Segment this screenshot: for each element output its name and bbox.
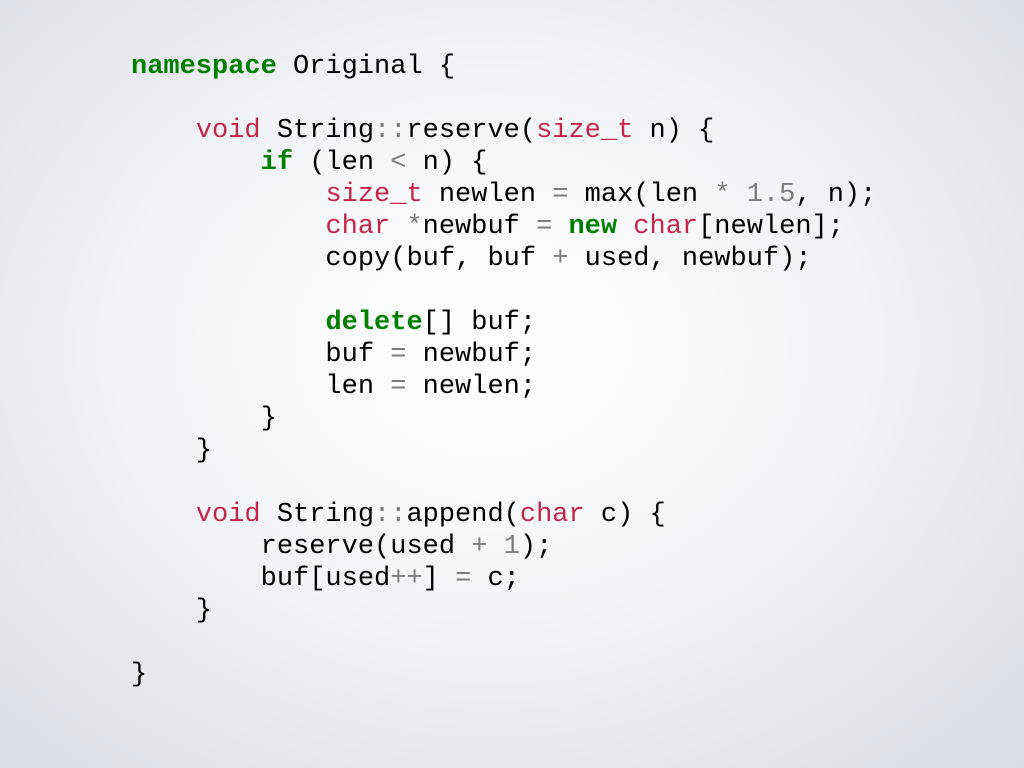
code-token: newlen	[422, 180, 553, 210]
code-token-ty: char	[519, 500, 585, 530]
code-token: }	[131, 660, 148, 690]
code-token-ty: char	[633, 212, 699, 242]
code-token: newbuf;	[406, 340, 537, 370]
code-token: len	[131, 372, 391, 402]
code-token-ty: void	[195, 116, 261, 146]
code-token-kw: new	[568, 212, 618, 242]
code-token	[131, 308, 325, 338]
code-token-op: =	[552, 180, 569, 210]
code-token: copy(buf, buf	[131, 244, 553, 274]
code-token: newlen;	[406, 372, 537, 402]
code-line: len = newlen;	[131, 371, 876, 403]
code-token	[552, 212, 568, 242]
code-token	[390, 212, 406, 242]
code-line: }	[131, 403, 876, 435]
code-token-kw: namespace	[131, 52, 277, 82]
code-line: buf[used++] = c;	[131, 563, 876, 595]
code-token	[131, 148, 261, 178]
code-token: String	[260, 116, 375, 146]
code-line: void String::reserve(size_t n) {	[131, 115, 876, 147]
code-token-op: =	[536, 212, 553, 242]
code-token: append(	[406, 500, 520, 530]
code-token: [] buf;	[422, 308, 537, 338]
code-token-op: +	[471, 532, 488, 562]
code-token: , n);	[795, 180, 877, 210]
code-token-num: 1.5	[746, 180, 796, 210]
code-token	[617, 212, 633, 242]
code-line: }	[131, 659, 876, 691]
code-line: ​	[131, 275, 876, 307]
code-token: newbuf	[422, 212, 537, 242]
code-line: ​	[131, 83, 876, 115]
code-block: namespace Original {​ void String::reser…	[131, 51, 876, 691]
code-token: (len	[293, 148, 391, 178]
code-token: reserve(	[406, 116, 537, 146]
code-token-op: *	[714, 180, 731, 210]
code-token-ty: void	[195, 500, 261, 530]
code-token: c) {	[584, 500, 666, 530]
code-token: c;	[471, 564, 520, 594]
code-token: );	[519, 532, 553, 562]
code-token-op: <	[390, 148, 407, 178]
code-token: }	[131, 596, 213, 626]
code-line: copy(buf, buf + used, newbuf);	[131, 243, 876, 275]
code-token-kw: if	[260, 148, 294, 178]
code-token-kw: delete	[325, 308, 423, 338]
code-token	[131, 212, 325, 242]
code-token: }	[131, 436, 213, 466]
code-line: namespace Original {	[131, 51, 876, 83]
code-token: String	[260, 500, 375, 530]
code-token	[487, 532, 503, 562]
code-token-op: =	[390, 372, 407, 402]
code-token: [newlen];	[698, 212, 844, 242]
code-token	[731, 180, 747, 210]
code-token-op: +	[552, 244, 569, 274]
code-token: }	[131, 404, 277, 434]
code-token: Original {	[276, 52, 456, 82]
code-line: }	[131, 435, 876, 467]
code-line: ​	[131, 467, 876, 499]
code-token	[131, 500, 196, 530]
code-line: delete[] buf;	[131, 307, 876, 339]
code-token: n) {	[633, 116, 715, 146]
code-token-ty: char	[325, 212, 391, 242]
code-line: buf = newbuf;	[131, 339, 876, 371]
code-line: ​	[131, 627, 876, 659]
code-token: max(len	[568, 180, 715, 210]
code-token: buf[used	[131, 564, 391, 594]
code-token: buf	[131, 340, 391, 370]
code-line: if (len < n) {	[131, 147, 876, 179]
code-token: ]	[422, 564, 456, 594]
code-line: void String::append(char c) {	[131, 499, 876, 531]
code-line: }	[131, 595, 876, 627]
code-token: reserve(used	[131, 532, 472, 562]
code-token-ty: size_t	[325, 180, 423, 210]
code-token: used, newbuf);	[568, 244, 812, 274]
code-token-op: *	[406, 212, 423, 242]
code-token-op: =	[455, 564, 472, 594]
code-token-ty: size_t	[536, 116, 634, 146]
code-token	[131, 116, 196, 146]
code-line: size_t newlen = max(len * 1.5, n);	[131, 179, 876, 211]
code-token-op: ++	[390, 564, 423, 594]
code-token: n) {	[406, 148, 488, 178]
code-line: reserve(used + 1);	[131, 531, 876, 563]
code-token	[131, 180, 325, 210]
code-token-op: ::	[374, 500, 407, 530]
code-line: char *newbuf = new char[newlen];	[131, 211, 876, 243]
code-token-op: ::	[374, 116, 407, 146]
code-token-op: =	[390, 340, 407, 370]
code-token-num: 1	[503, 532, 520, 562]
